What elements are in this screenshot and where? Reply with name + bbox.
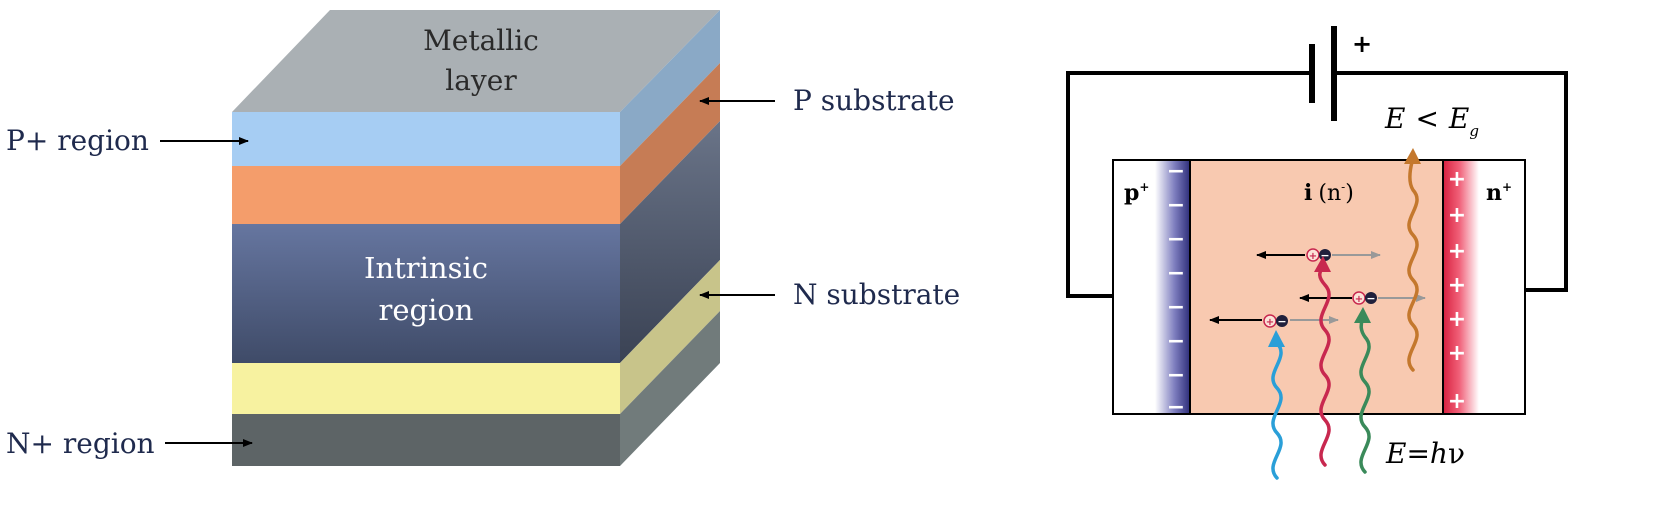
depletion-p-side xyxy=(1155,161,1190,413)
electron-icon xyxy=(1365,292,1377,304)
battery-plus-sign: + xyxy=(1352,30,1372,58)
p-substrate-label: P substrate xyxy=(793,84,955,117)
minus-sign: − xyxy=(1167,363,1185,388)
minus-sign: − xyxy=(1167,159,1185,184)
photon-red-wave xyxy=(1318,266,1331,467)
n-plus-label: N+ region xyxy=(6,427,155,460)
electron-sign: − xyxy=(1320,249,1329,262)
electron-sign: − xyxy=(1366,292,1375,305)
layer-metallic-top xyxy=(232,10,720,112)
intrinsic-region-label: i(n-) xyxy=(1304,180,1354,206)
layer-n-substrate-front xyxy=(232,363,620,414)
layer-n-plus-side xyxy=(620,311,720,466)
carrier-pair-middle: + − xyxy=(1299,291,1426,305)
electron-sign: − xyxy=(1277,315,1286,328)
minus-sign: − xyxy=(1167,395,1185,420)
minus-sign: − xyxy=(1167,227,1185,252)
photon-red-arrowhead xyxy=(1314,256,1331,272)
n-substrate-label: N substrate xyxy=(793,278,960,311)
photon-green-wave xyxy=(1359,318,1371,474)
photon-green-arrowhead xyxy=(1354,307,1371,323)
n-plus-region-label: n+ xyxy=(1486,180,1512,206)
photon-orange-arrowhead xyxy=(1404,148,1421,164)
minus-sign: − xyxy=(1167,261,1185,286)
pin-circuit: + − − − − − − − − + + + + + + + xyxy=(1066,26,1568,480)
layer-intrinsic-front xyxy=(232,224,620,363)
hole-sign: + xyxy=(1266,317,1274,328)
positive-charges: + + + + + + + xyxy=(1448,167,1466,414)
metallic-label-line1: Metallic xyxy=(423,24,539,57)
plus-sign: + xyxy=(1448,307,1466,332)
energy-below-gap-label: E<Eg xyxy=(1384,102,1479,140)
intrinsic-label-line2: region xyxy=(378,293,473,327)
carrier-pair-bottom: + − xyxy=(1209,314,1339,328)
hole-sign: + xyxy=(1355,294,1363,305)
layer-n-substrate-side xyxy=(620,260,720,414)
depletion-n-side xyxy=(1443,161,1479,413)
electron-icon xyxy=(1276,315,1288,327)
plus-sign: + xyxy=(1448,203,1466,228)
plus-sign: + xyxy=(1448,389,1466,414)
p-plus-label: P+ region xyxy=(6,124,149,157)
intrinsic-label-line1: Intrinsic xyxy=(364,251,488,285)
plus-sign: + xyxy=(1448,167,1466,192)
photon-blue-wave xyxy=(1271,341,1283,480)
wire-left xyxy=(1066,71,1312,298)
photon-blue-arrowhead xyxy=(1268,330,1285,347)
photons xyxy=(1268,148,1421,480)
minus-sign: − xyxy=(1167,193,1185,218)
minus-sign: − xyxy=(1167,329,1185,354)
hole-sign: + xyxy=(1309,251,1317,262)
photon-orange-wave xyxy=(1407,160,1419,372)
p-plus-region-label: p+ xyxy=(1124,180,1149,206)
minus-sign: − xyxy=(1167,295,1185,320)
layer-stack: Metallic layer Intrinsic region P+ regio… xyxy=(6,10,960,466)
metallic-label-line2: layer xyxy=(445,64,517,97)
plus-sign: + xyxy=(1448,273,1466,298)
intrinsic-region xyxy=(1190,161,1443,413)
carrier-pair-top: + − xyxy=(1256,248,1381,262)
photon-energy-label: E=hν xyxy=(1385,437,1465,470)
layer-p-substrate-side xyxy=(620,63,720,224)
plus-sign: + xyxy=(1448,239,1466,264)
layer-p-plus-side xyxy=(620,10,720,166)
negative-charges: − − − − − − − − xyxy=(1167,159,1185,420)
layer-intrinsic-side xyxy=(620,121,720,363)
layer-n-plus-front xyxy=(232,414,620,466)
layer-p-substrate-front xyxy=(232,166,620,224)
layer-p-plus-front xyxy=(232,112,620,166)
wire-right xyxy=(1334,71,1568,292)
plus-sign: + xyxy=(1448,341,1466,366)
